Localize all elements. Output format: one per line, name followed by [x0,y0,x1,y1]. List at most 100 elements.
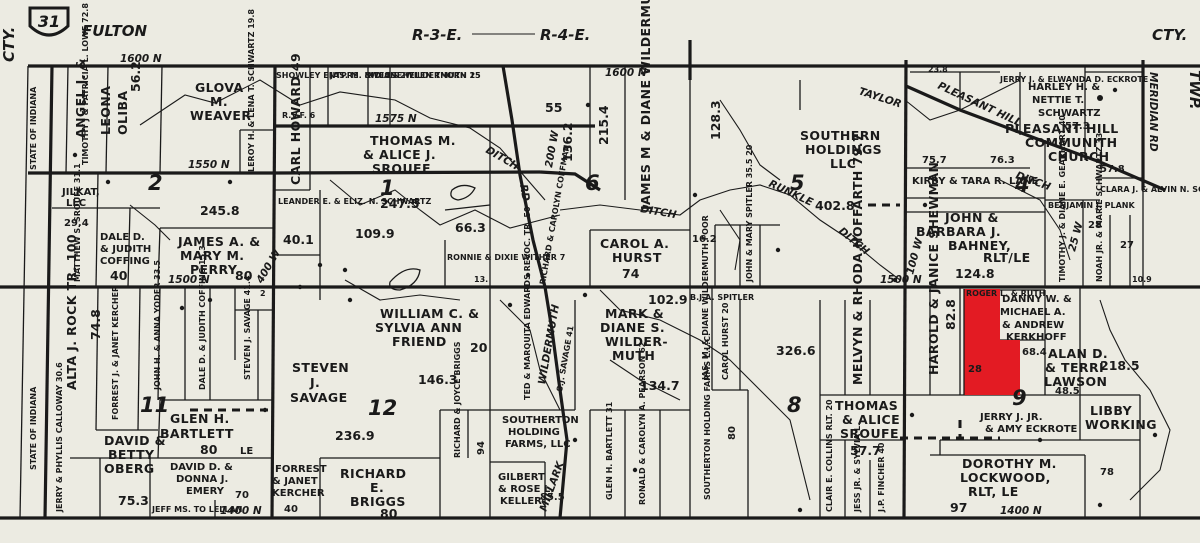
jas-label: JAS. M. & DIANE WILDERMUTH 25 [329,71,481,80]
mark-c-label: WILDER- [605,334,668,349]
glova-c-label: WEAVER [190,108,251,123]
jerry-jd-label: JERRY J. & ELWANDA D. ECKROTE [999,75,1148,84]
p215-label: 215.4 [596,105,611,145]
angel-b-label: LEONA [98,86,113,135]
owner-labels: TIMOTHY J & PATRICIA L. LOWE 72.8 ANGEL … [55,0,1200,521]
p82-label: 82.8 [943,299,958,330]
s1-label: 1 [380,176,395,200]
p10-label: 10.9 [1132,275,1152,284]
s2-label: 2 [148,171,163,195]
p218-label: 218.5 [1100,358,1140,373]
r1400n-b-label: 1400 N [1000,505,1042,517]
dorothy-n-label: 97 [950,500,967,515]
richard-e-b-label: E. [370,480,384,495]
p94-label: 94 [476,441,487,455]
leroy-label: LEROY H. & LENA T. SCHWARTZ 19.8 [247,9,256,172]
house-markers [72,87,1158,513]
david-donna-b-label: DONNA J. [176,474,228,485]
s12-label: 12 [368,396,397,420]
road-200w [501,65,569,519]
john-b-a-label: JOHN & [944,210,999,225]
thomas-a-label: THOMAS M. [370,133,456,148]
gilbert-a-label: GILBERT [498,472,545,483]
kirby-label: KIRBY & TARA R. LANE [912,176,1039,187]
pond-1 [450,184,476,201]
road-pleasant-hill [905,84,1166,192]
pond-2 [389,268,421,291]
carol-a-label: CAROL A. [600,236,669,251]
p78-label: 78 [1100,467,1114,478]
libby-b-label: WORKING [1085,417,1157,432]
james-b-label: MARY M. [180,248,244,263]
p80-southerton-label: 80 [727,426,738,440]
mark-b-label: DIANE S. [600,320,665,335]
r1600n-a-label: 1600 N [120,53,162,65]
phcc-b-label: COMMUNITH [1025,135,1118,150]
harley-c-label: SCHWARTZ [1038,108,1101,119]
harley-n-label: 57.3 [1065,121,1090,132]
p76-label: 76.3 [990,155,1015,166]
southern-a-label: SOUTHERN [800,128,881,143]
roger-label: ROGER L. & RUTH [966,289,1045,298]
p402-label: 402.8 [815,198,855,213]
thomas2-b-label: & ALICE [842,412,900,427]
fincher-label: J.P. FINCHER 40 [877,442,886,513]
jas-wild-label: JAS. M. & DIANE WILDERMUTH FOOR [701,215,710,381]
glova-b-label: M. [210,94,228,109]
danny-d-label: KERKHOFF [1006,332,1067,343]
road-100w [902,59,908,519]
angel-a-label: ANGEL J. & [73,58,88,138]
cty-right: CTY. [1152,26,1187,44]
parcel-lines [19,65,1144,519]
wes-label: WES & HELEN THORN 15 [370,71,481,80]
rvf-label: R.V.F. 6 [282,111,316,120]
p28red-label: 28 [968,364,982,375]
p146-label: 146.3 [418,372,458,387]
richard-joyce-label: RICHARD & JOYCE BRIGGS [453,341,462,458]
s8-label: 8 [787,393,802,417]
alta-label: ALTA J. ROCK TR. 100 [64,234,79,390]
james-a-label: JAMES A. & [177,234,261,249]
jilkat-n-label: 29.4 [64,218,89,229]
dale1-n-label: 40 [110,268,128,283]
harold-label: HAROLD & JANICE SHEWMAN [926,162,941,375]
p28-label: 28 [1088,220,1102,231]
richard-e-c-label: BRIGGS [350,494,406,509]
william-a-label: WILLIAM C. & [380,306,479,321]
p102-label: 102.9 [648,292,688,307]
clair-label: CLAIR E. COLLINS RLT. 20 [825,399,834,512]
p13-label: 13. [474,275,488,284]
david-donna-n-label: 70 [235,490,249,501]
forrest2-b-label: & JANET [272,476,318,487]
creeks [129,79,1171,501]
bja-label: B.J.A. SPITLER [690,293,754,302]
gilbert-b-label: & ROSE L. [498,484,554,495]
p128-label: 128.3 [708,100,723,140]
p134-label: 134.7 [640,378,680,393]
jerry2-a-label: JERRY J. JR. [979,412,1043,423]
southern-c-label: LLC [830,156,856,171]
mark-d-label: MUTH [612,348,655,363]
david-betty-c-label: OBERG [104,461,155,476]
thomas2-c-label: SROUFE [840,426,899,441]
noah-label: NOAH JR. & MARIE SCHWARTZ 33 [1095,133,1104,282]
highlighted-parcel[interactable] [964,289,1020,395]
richard-e-a-label: RICHARD [340,466,406,481]
p326-label: 326.6 [776,343,816,358]
benjamin-label: BENJAMIN J. PLANK [1048,201,1135,210]
r1550n-label: 1550 N [188,159,230,171]
us-highway-shield-icon [28,6,70,37]
thomas2-a-label: THOMAS [835,398,898,413]
angel-c-label: OLIBA [115,91,130,135]
john-anna-label: JOHN H. & ANNA YODER 33.5 [153,260,162,391]
southerton1-c-label: FARMS, LLC [505,439,571,450]
spitler-label: JOHN & MARY SPITLER 35.5 20 [745,144,754,283]
ronald-label: RONALD & CAROLYN A. PEARSON 62 [638,342,647,505]
jeff-label: JEFF MS. TO LELLAN [151,505,242,514]
timothy-d-label: TIMOTHY J. & DIANE E. GEARHART 40 [1058,115,1067,282]
r1600n-b-label: 1600 N [605,67,647,79]
p23-8-label: 23.8 [928,65,948,74]
phcc-a-label: PLEASANT HILL [1005,121,1119,136]
jerry-phyllis-label: JERRY & PHYLLIS CALLOWAY 30.6 [55,362,64,513]
jilkat-a-label: JILKAT, [61,187,100,198]
